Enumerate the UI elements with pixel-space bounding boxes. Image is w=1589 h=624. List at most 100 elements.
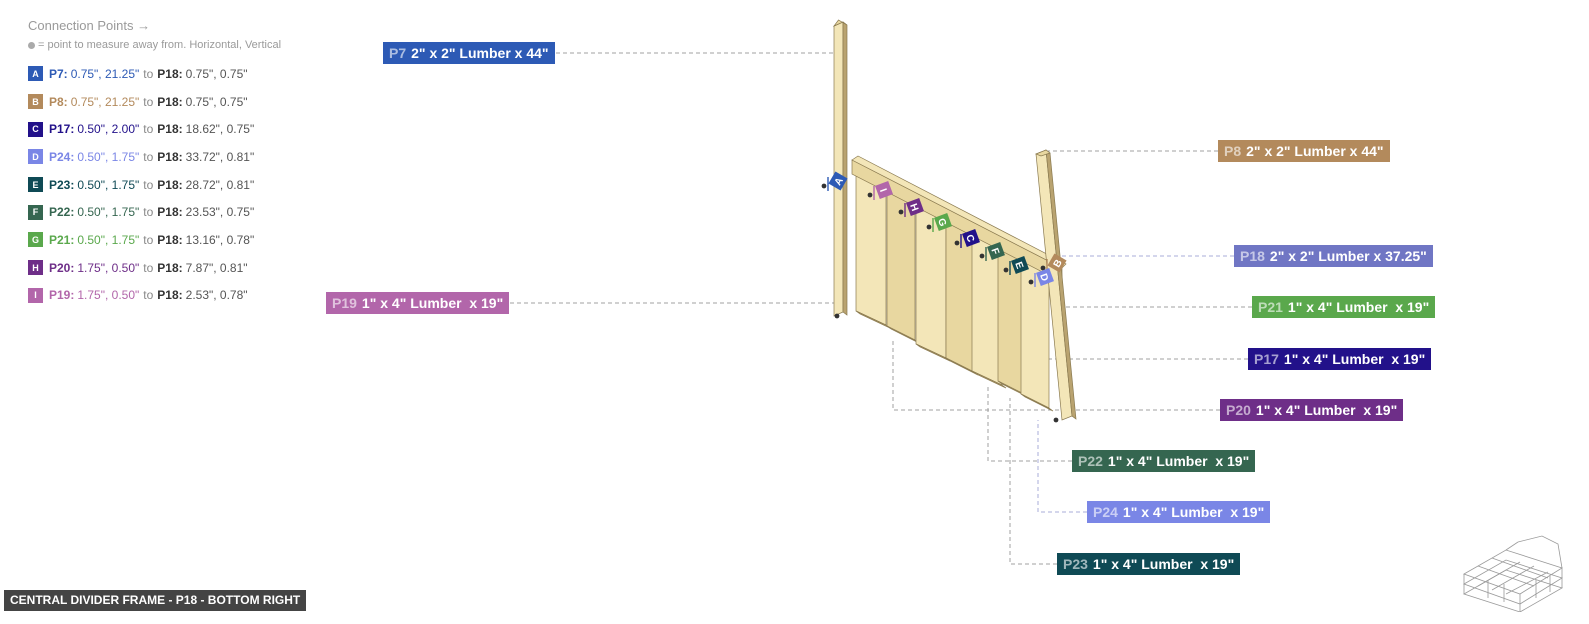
- marker-letter: D: [1037, 272, 1050, 283]
- legend-to-coords: 33.72", 0.81": [185, 149, 255, 164]
- legend-to-word: to: [143, 288, 154, 303]
- connection-marker-h[interactable]: H: [906, 198, 924, 216]
- legend-from-part: P17:: [49, 122, 75, 137]
- part-id: P22: [1078, 453, 1103, 469]
- leader-line-p24: [1037, 420, 1087, 513]
- marker-badge: [906, 198, 924, 216]
- legend-to-coords: 0.75", 0.75": [185, 66, 248, 81]
- legend-to-part: P18:: [157, 66, 183, 81]
- part-id: P7: [389, 45, 407, 61]
- view-title: CENTRAL DIVIDER FRAME - P18 - BOTTOM RIG…: [4, 590, 307, 611]
- marker-badge: [987, 242, 1005, 260]
- part-id: P24: [1093, 504, 1118, 520]
- connection-marker-g[interactable]: G: [934, 213, 952, 231]
- part-description: 1" x 4" Lumber x 19": [1107, 453, 1250, 469]
- legend-to-part: P18:: [157, 205, 183, 220]
- measure-point-dot: [926, 224, 932, 230]
- leader-line-p22: [987, 385, 1072, 462]
- measure-point-dot: [821, 183, 827, 189]
- legend-from-part: P22:: [49, 205, 75, 220]
- part-id: P23: [1063, 556, 1088, 572]
- connection-marker-c[interactable]: C: [962, 229, 980, 247]
- marker-badge: [1011, 256, 1029, 274]
- legend-from-coords: 0.75", 21.25": [70, 94, 140, 109]
- legend-from-coords: 1.75", 0.50": [77, 288, 140, 303]
- marker-badge: [1047, 253, 1067, 273]
- legend-title: Connection Points →: [28, 18, 151, 33]
- legend-badge: G: [28, 232, 43, 248]
- measure-point-dot-icon: [28, 41, 35, 49]
- connection-marker-f[interactable]: F: [987, 242, 1005, 260]
- legend-to-part: P18:: [157, 149, 183, 164]
- legend-to-word: to: [143, 232, 154, 247]
- leader-line-p20: [892, 340, 1220, 411]
- legend-to-coords: 18.62", 0.75": [185, 122, 255, 137]
- legend-from-coords: 0.50", 1.75": [77, 232, 140, 247]
- marker-letter: I: [877, 187, 888, 194]
- marker-letter: H: [907, 202, 920, 213]
- connection-marker-d[interactable]: D: [1036, 268, 1054, 286]
- part-id: P8: [1224, 143, 1242, 159]
- part-id: P19: [332, 295, 357, 311]
- legend-from-coords: 0.50", 1.75": [77, 149, 140, 164]
- measure-point-dot: [1028, 279, 1034, 285]
- legend-from-part: P19:: [49, 288, 75, 303]
- legend-from-coords: 0.50", 1.75": [77, 205, 140, 220]
- connection-marker-i[interactable]: I: [875, 181, 893, 199]
- legend-badge: I: [28, 287, 43, 303]
- slat-board-edge-7: [1020, 393, 1054, 412]
- part-description: 2" x 2" Lumber x 37.25": [1269, 248, 1427, 264]
- legend-to-coords: 2.53", 0.78": [185, 288, 248, 303]
- legend-badge: C: [28, 121, 43, 137]
- measure-point-dot: [1053, 417, 1059, 423]
- view-navigation-cube-icon[interactable]: [1458, 532, 1568, 612]
- part-description: 1" x 4" Lumber x 19": [1092, 556, 1235, 572]
- connection-marker-b[interactable]: B: [1047, 253, 1067, 273]
- legend-badge: D: [28, 149, 43, 165]
- legend-to-coords: 7.87", 0.81": [185, 260, 248, 275]
- legend-to-word: to: [143, 205, 154, 220]
- part-id: P18: [1240, 248, 1265, 264]
- legend-badge: H: [28, 260, 43, 276]
- legend-from-coords: 0.75", 21.25": [70, 66, 140, 81]
- part-description: 1" x 4" Lumber x 19": [1255, 402, 1398, 418]
- legend-from-part: P20:: [49, 260, 75, 275]
- connection-marker-e[interactable]: E: [1011, 256, 1029, 274]
- legend-badge: E: [28, 177, 43, 193]
- part-description: 1" x 4" Lumber x 19": [1283, 351, 1426, 367]
- legend-to-coords: 28.72", 0.81": [185, 177, 255, 192]
- measure-point-dot: [867, 192, 873, 198]
- rail-p18-top: [851, 155, 1067, 269]
- marker-letter: B: [1052, 258, 1065, 270]
- connection-points-legend: Connection Points → = point to measure a…: [28, 18, 348, 309]
- legend-from-part: P7:: [49, 66, 68, 81]
- legend-note: = point to measure away from. Horizontal…: [28, 39, 348, 51]
- part-id: P20: [1226, 402, 1251, 418]
- marker-badge: [1036, 268, 1054, 286]
- legend-from-part: P24:: [49, 149, 75, 164]
- legend-to-word: to: [143, 177, 154, 192]
- connection-marker-a[interactable]: A: [828, 171, 848, 191]
- measure-point-dot: [834, 313, 840, 319]
- leader-line-p23: [1009, 398, 1057, 565]
- part-description: 1" x 4" Lumber x 19": [1122, 504, 1265, 520]
- marker-letter: A: [833, 176, 846, 188]
